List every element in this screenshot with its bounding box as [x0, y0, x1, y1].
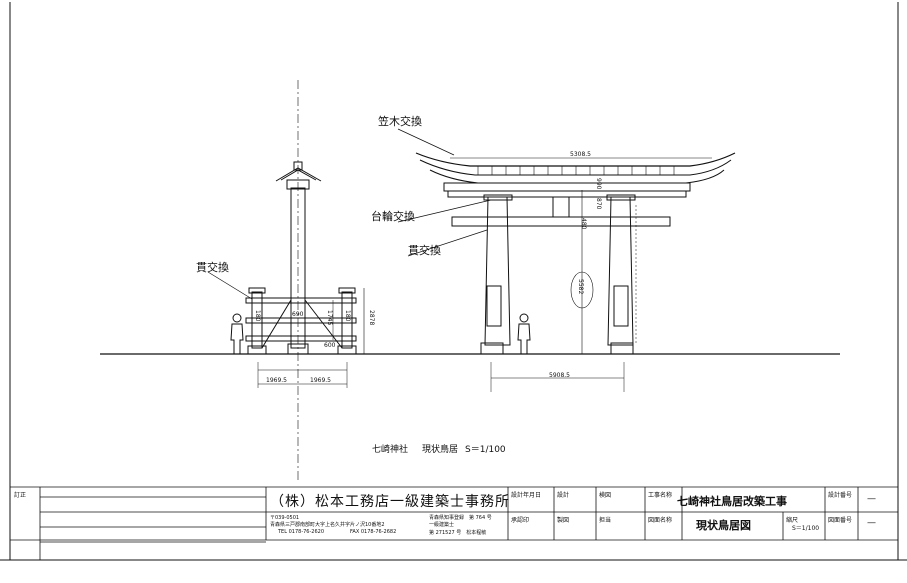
revision-label: 訂正 — [14, 492, 27, 499]
nuki-replace-label-side: 貫交換 — [196, 261, 229, 274]
registration-2: 一級建築士 — [429, 522, 455, 528]
check-label: 検図 — [599, 492, 612, 499]
design-date-label: 設計年月日 — [511, 492, 542, 499]
caption-title: 現状鳥居 — [422, 445, 459, 455]
daiwa-replace-label: 台輪交換 — [371, 210, 415, 223]
drawing-name-label: 図面名称 — [648, 517, 673, 524]
postal-code: 〒039-0501 — [270, 515, 300, 521]
tracer-label: 担当 — [599, 517, 612, 524]
dim-upper-c: 480 — [580, 218, 587, 230]
dim-side-inner: 1745 — [326, 310, 333, 326]
dim-side-right: 1969.5 — [310, 377, 331, 384]
drawing-number: — — [867, 518, 876, 528]
dim-pillar-width: 690 — [292, 311, 304, 318]
drawing-name: 現状鳥居図 — [696, 519, 751, 532]
work-name-label: 工事名称 — [648, 492, 673, 499]
dim-side-left: 1969.5 — [266, 377, 287, 384]
side-elevation — [230, 80, 365, 480]
front-elevation — [415, 152, 736, 392]
nuki-replace-label-front: 貫交換 — [408, 244, 441, 257]
design-label: 設計 — [557, 492, 570, 499]
caption-scale: S＝1/100 — [465, 445, 506, 455]
dim-left-stand: 180 — [254, 310, 261, 322]
telephone: TEL 0178-76-2620 — [278, 529, 325, 535]
dim-kasagi-width: 5308.5 — [570, 151, 591, 158]
dim-base-height: 600 — [324, 342, 336, 349]
design-number: — — [867, 494, 876, 504]
dim-total-height: 5582 — [577, 279, 584, 295]
leader-lines — [207, 128, 492, 300]
approval-label: 承認印 — [511, 517, 530, 524]
kasagi-replace-label: 笠木交換 — [378, 115, 422, 128]
fax: FAX 0178-76-2682 — [350, 529, 397, 535]
company-name: （株）松本工務店一級建築士事務所 — [270, 494, 510, 510]
scale-label: 縮尺 — [786, 517, 799, 524]
title-block-frame — [10, 486, 898, 560]
registration-3: 第 271527 号 松本程敏 — [429, 530, 487, 536]
caption-place: 七崎神社 — [372, 445, 409, 455]
dim-upper-b: 870 — [595, 198, 602, 210]
drafter-label: 製図 — [557, 517, 570, 524]
registration-1: 青森県知事登録 第 764 号 — [429, 515, 492, 521]
address: 青森県三戸郡南部町大字上名久井字片ノ沢10番地2 — [270, 522, 385, 528]
scale-value: S＝1/100 — [792, 525, 820, 532]
dim-base-span: 5908.5 — [549, 372, 570, 379]
dim-side-height: 2878 — [368, 310, 375, 326]
design-number-label: 設計番号 — [828, 492, 853, 499]
drawing-number-label: 図面番号 — [828, 517, 853, 524]
dim-upper-a: 990 — [595, 178, 602, 190]
dim-right-stand: 180 — [344, 310, 351, 322]
work-name: 七崎神社鳥居改築工事 — [677, 495, 787, 508]
